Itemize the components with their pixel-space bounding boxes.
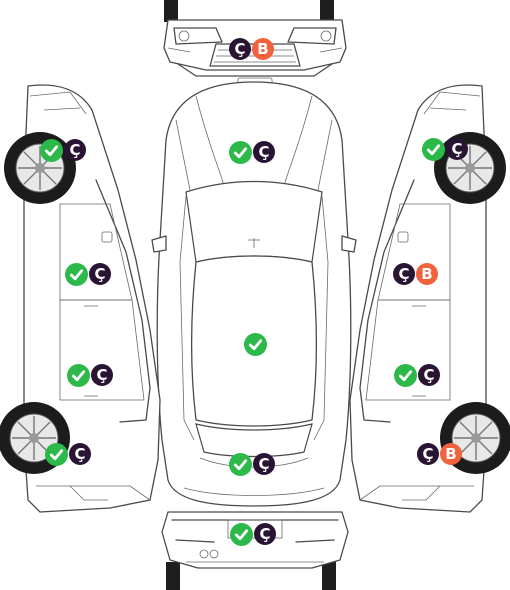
cosmetic-badge-letter: Ç: [423, 365, 435, 384]
cosmetic-badge: Ç: [89, 263, 111, 285]
check-icon: [40, 138, 63, 162]
check-icon: [229, 140, 252, 164]
cosmetic-badge-letter: Ç: [258, 142, 270, 161]
check-icon: [45, 442, 68, 466]
cosmetic-badge: Ç: [393, 263, 415, 285]
cosmetic-badge-letter: Ç: [451, 139, 463, 158]
top-view: [151, 81, 357, 507]
cosmetic-badge-letter: Ç: [94, 264, 106, 283]
check-icon: [422, 137, 445, 161]
zone-right-front-fender-status: Ç: [422, 137, 468, 161]
zone-left-front-door-status: Ç: [65, 262, 111, 286]
cosmetic-badge: Ç: [253, 453, 275, 475]
zone-left-front-fender-status: Ç: [40, 138, 86, 162]
cosmetic-badge: Ç: [254, 523, 276, 545]
body-badge: B: [252, 38, 274, 60]
cosmetic-badge: Ç: [446, 138, 468, 160]
cosmetic-badge-letter: Ç: [258, 454, 270, 473]
cosmetic-badge: Ç: [229, 38, 251, 60]
body-badge-letter: B: [257, 39, 269, 58]
cosmetic-badge: Ç: [64, 139, 86, 161]
cosmetic-badge-letter: Ç: [259, 524, 271, 543]
cosmetic-badge: Ç: [253, 141, 275, 163]
cosmetic-badge-letter: Ç: [398, 264, 410, 283]
zone-left-rear-fender-status: Ç: [45, 442, 91, 466]
cosmetic-badge-letter: Ç: [422, 444, 434, 463]
cosmetic-badge: Ç: [91, 364, 113, 386]
body-badge-letter: B: [445, 444, 457, 463]
zone-right-rear-door-status: Ç: [394, 363, 440, 387]
check-icon: [67, 363, 90, 387]
cosmetic-badge-letter: Ç: [234, 39, 246, 58]
check-icon: [229, 452, 252, 476]
zone-roof-status: [244, 332, 267, 356]
body-badge-letter: B: [421, 264, 433, 283]
body-badge: B: [416, 263, 438, 285]
zone-hood-status: Ç: [229, 140, 275, 164]
check-icon: [230, 522, 253, 546]
cosmetic-badge-letter: Ç: [96, 365, 108, 384]
cosmetic-badge: Ç: [417, 443, 439, 465]
zone-rear-bumper-status: Ç: [230, 522, 276, 546]
cosmetic-badge-letter: Ç: [74, 444, 86, 463]
body-badge: B: [440, 443, 462, 465]
cosmetic-badge: Ç: [418, 364, 440, 386]
cosmetic-badge: Ç: [69, 443, 91, 465]
check-icon: [65, 262, 88, 286]
cosmetic-badge-letter: Ç: [69, 140, 81, 159]
zone-left-rear-door-status: Ç: [67, 363, 113, 387]
check-icon: [394, 363, 417, 387]
check-icon: [244, 332, 267, 356]
zone-trunk-status: Ç: [229, 452, 275, 476]
